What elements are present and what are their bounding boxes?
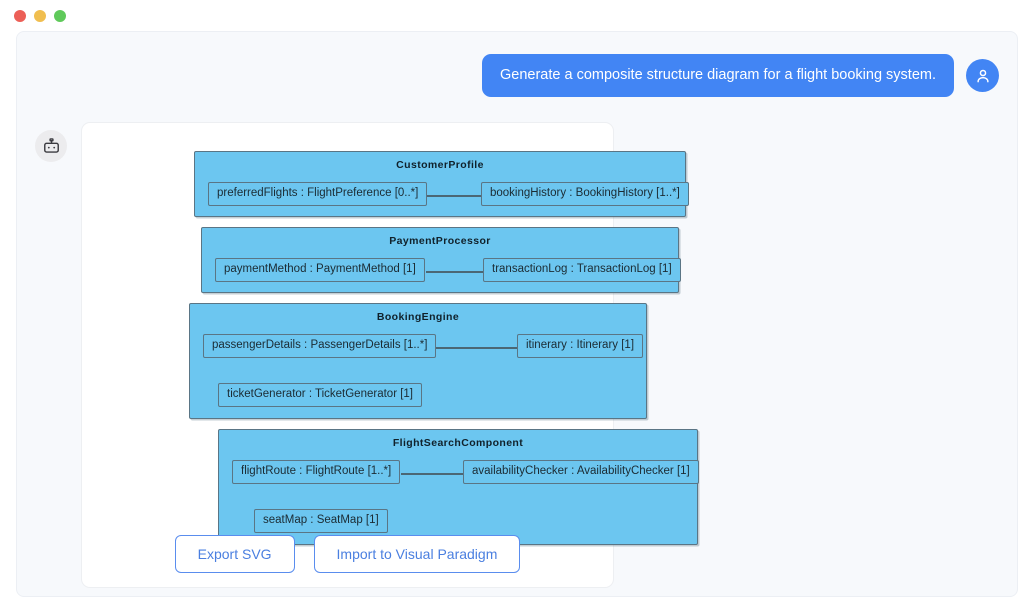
uml-connector [426, 271, 484, 273]
user-person-icon [976, 69, 989, 83]
title-bar [0, 0, 1034, 31]
uml-part: preferredFlights : FlightPreference [0..… [208, 182, 428, 206]
uml-part: ticketGenerator : TicketGenerator [1] [218, 383, 422, 407]
uml-connector [401, 473, 464, 475]
export-svg-button[interactable]: Export SVG [174, 535, 295, 573]
uml-part: flightRoute : FlightRoute [1..*] [232, 460, 401, 484]
uml-component: PaymentProcessor paymentMethod : PaymentM… [201, 227, 681, 293]
uml-part: paymentMethod : PaymentMethod [1] [215, 258, 425, 282]
user-message-bubble: Generate a composite structure diagram f… [481, 54, 954, 98]
user-message-row: Generate a composite structure diagram f… [481, 54, 999, 98]
assistant-message-row: CustomerProfile preferredFlights : Flight… [35, 122, 699, 588]
robot-icon [43, 137, 59, 153]
uml-part: availabilityChecker : AvailabilityChecke… [463, 460, 699, 484]
close-window-button[interactable] [14, 9, 26, 22]
composite-structure-diagram: CustomerProfile preferredFlights : Flight… [98, 137, 699, 545]
uml-part: seatMap : SeatMap [1] [254, 509, 388, 533]
diagram-result-card: CustomerProfile preferredFlights : Flight… [81, 122, 699, 588]
import-to-visual-paradigm-button[interactable]: Import to Visual Paradigm [313, 535, 521, 573]
uml-component: CustomerProfile preferredFlights : Flight… [194, 151, 689, 217]
uml-part: bookingHistory : BookingHistory [1..*] [481, 182, 689, 206]
uml-connector [417, 195, 482, 197]
diagram-actions: Export SVG Import to Visual Paradigm [82, 535, 613, 573]
uml-component: FlightSearchComponent flightRoute : Fligh… [218, 429, 699, 545]
uml-part: passengerDetails : PassengerDetails [1..… [203, 334, 437, 358]
user-avatar [966, 59, 999, 93]
minimize-window-button[interactable] [34, 9, 46, 22]
component-title: FlightSearchComponent [392, 437, 524, 449]
component-title: BookingEngine [376, 311, 460, 323]
component-title: CustomerProfile [396, 159, 484, 171]
chat-area: Generate a composite structure diagram f… [16, 31, 1018, 597]
uml-component: BookingEngine passengerDetails : Passenge… [189, 303, 647, 419]
component-title: PaymentProcessor [389, 235, 491, 247]
assistant-avatar [35, 130, 67, 162]
uml-connector [422, 347, 518, 349]
uml-part: itinerary : Itinerary [1] [517, 334, 644, 358]
uml-part: transactionLog : TransactionLog [1] [483, 258, 681, 282]
maximize-window-button[interactable] [54, 9, 66, 22]
